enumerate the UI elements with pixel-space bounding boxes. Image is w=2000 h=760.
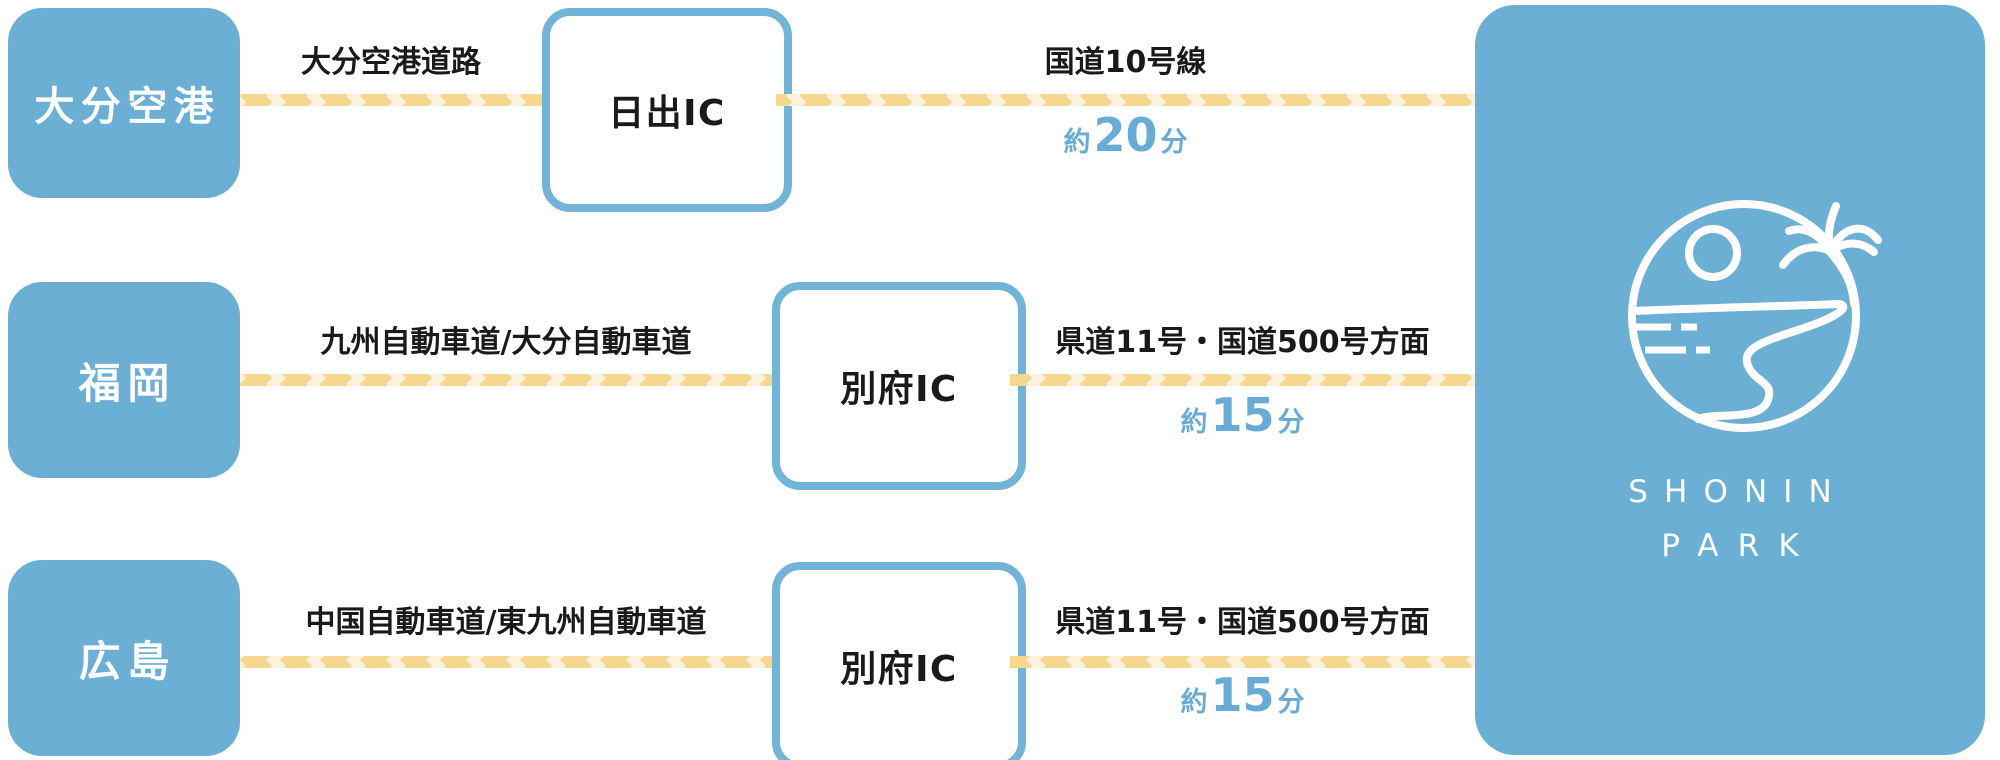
destination-name-line2: PARK: [1661, 528, 1818, 564]
road-label-pref11-route500-2: 県道11号・国道500号方面: [1055, 605, 1430, 640]
origin-box-oita-airport: 大分空港: [8, 8, 240, 198]
route-line-r2-seg1: [240, 374, 772, 386]
route-line-r2-seg2: [1010, 374, 1475, 386]
origin-label: 広島: [78, 636, 177, 686]
destination-name-line1: SHONIN: [1628, 474, 1848, 510]
ic-box-beppu-2: 別府IC: [772, 562, 1026, 760]
ic-box-beppu-1: 別府IC: [772, 282, 1026, 490]
road-label-oita-airport-road: 大分空港道路: [301, 45, 481, 80]
road-label-pref11-route500-1: 県道11号・国道500号方面: [1055, 325, 1430, 360]
origin-label: 大分空港: [34, 84, 220, 130]
route-line-r3-seg2: [1010, 656, 1475, 668]
road-label-kyushu-oita-expressway: 九州自動車道/大分自動車道: [320, 325, 692, 360]
destination-box-shonin-park: [1475, 5, 1985, 755]
route-line-r1-seg2: [776, 94, 1475, 106]
route-line-r1-seg1: [240, 94, 542, 106]
route-line-r3-seg1: [240, 656, 772, 668]
origin-box-hiroshima: 広島: [8, 560, 240, 756]
origin-box-fukuoka: 福岡: [8, 282, 240, 478]
road-label-route10: 国道10号線: [1044, 45, 1207, 80]
ic-box-hiji: 日出IC: [542, 8, 792, 212]
origin-label: 福岡: [78, 358, 177, 408]
ic-label: 別府IC: [840, 369, 958, 410]
ic-label: 別府IC: [840, 649, 958, 690]
road-label-chugoku-higashikyushu-expressway: 中国自動車道/東九州自動車道: [305, 605, 707, 640]
ic-label: 日出IC: [608, 93, 726, 134]
